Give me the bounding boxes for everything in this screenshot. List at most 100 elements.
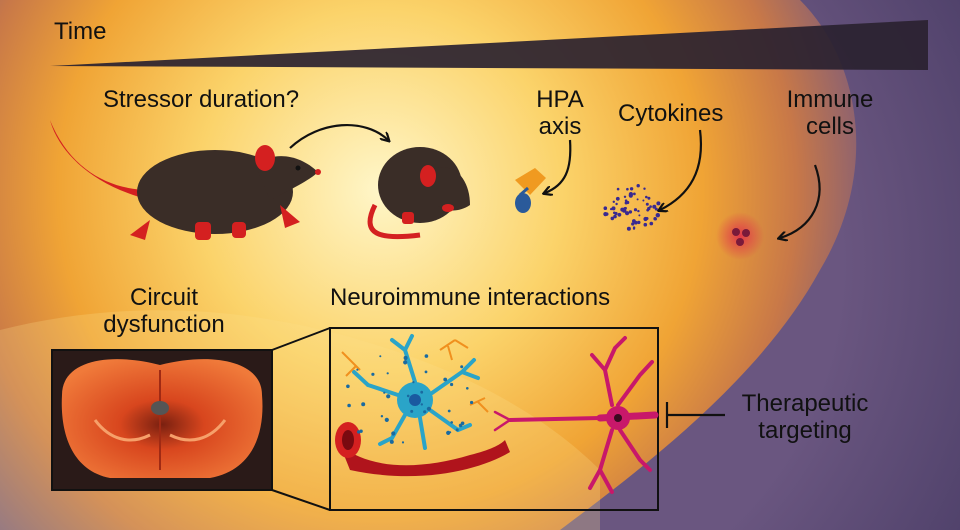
cytokine-dot (379, 355, 382, 358)
cytokine-dot (636, 198, 639, 201)
cytokine-dot (615, 202, 618, 206)
microglia-icon (352, 334, 480, 450)
cytokine-dot (649, 221, 654, 226)
cytokine-dot (643, 222, 648, 227)
therapeutic-label-line2: targeting (758, 417, 852, 444)
cytokine-dot (625, 211, 630, 216)
cytokine-arrow (660, 129, 702, 210)
cytokine-dot (347, 403, 351, 408)
cytokine-dot (403, 360, 408, 365)
cytokine-dot (380, 415, 384, 418)
cytokine-dot (642, 199, 645, 202)
cytokine-dot (620, 207, 625, 212)
cytokine-dot (624, 199, 628, 202)
neuron-icon (493, 336, 659, 494)
hpa-label-line2: axis (538, 113, 582, 140)
cytokine-dot (613, 214, 617, 219)
cytokine-dot (629, 187, 634, 191)
cytokine-dot (652, 204, 657, 209)
brain-section-icon (61, 359, 263, 478)
cytokine-dot (615, 196, 620, 201)
cytokine-dot (632, 227, 636, 230)
cytokine-dot (346, 384, 350, 389)
cytokine-dot (389, 439, 394, 444)
cytokine-dot (617, 212, 622, 217)
cytokine-dot (649, 205, 652, 208)
mouse-curled-icon (367, 147, 470, 240)
immune-label-line1: Immune (786, 86, 874, 113)
cytokine-dot (460, 421, 465, 426)
cytokine-dot (656, 201, 661, 206)
cytokine-dot (616, 187, 620, 191)
cytokine-dot (443, 377, 448, 382)
cytokine-dot (356, 368, 359, 371)
cytokine-dot (361, 402, 366, 407)
cytokine-dot (603, 212, 608, 217)
hpa-label-line1: HPA (536, 86, 584, 113)
cytokine-dot (357, 430, 361, 434)
cytokine-dot (384, 417, 389, 422)
neuroimmune-label: Neuroimmune interactions (330, 284, 611, 311)
time-label: Time (54, 18, 107, 45)
circuit-label: Circuit dysfunction (84, 284, 244, 338)
circuit-label-line1: Circuit (129, 284, 198, 311)
immune-cell-icon (716, 212, 764, 260)
cytokine-dot (632, 219, 636, 223)
therapeutic-label: Therapeutic targeting (728, 390, 882, 444)
cytokine-dot (637, 209, 640, 213)
cytokine-dot (655, 213, 660, 218)
stressor-arrow (289, 123, 388, 149)
cytokine-dot (420, 390, 424, 394)
blood-vessel-icon (335, 422, 510, 477)
cytokine-dot (449, 431, 452, 434)
cytokine-dot (636, 184, 640, 188)
cytokine-dot (645, 195, 648, 199)
cytokine-dot (410, 409, 414, 413)
cytokines-label: Cytokines (618, 100, 724, 127)
cytokine-dot (614, 211, 618, 216)
cytokine-dot (460, 365, 464, 369)
cytokine-dot (624, 201, 628, 205)
cytokine-dot (412, 381, 415, 384)
cytokine-dot (637, 220, 641, 225)
immune-arrow (780, 164, 821, 238)
hpa-axis-icon (515, 168, 546, 213)
cytokine-dot (391, 431, 396, 436)
cytokine-dot (386, 394, 391, 399)
cytokine-dot (466, 387, 469, 390)
circuit-label-line2: dysfunction (103, 311, 225, 338)
cytokine-dot (610, 216, 615, 221)
cytokine-dot (470, 400, 474, 405)
neuroimmune-box (329, 327, 659, 511)
cytokine-dot (623, 207, 627, 210)
cytokine-dot (446, 430, 451, 435)
cytokine-dot (628, 210, 633, 214)
astrocyte-icon (341, 339, 489, 413)
cytokine-dot (450, 382, 454, 387)
cytokine-dot (455, 428, 459, 432)
hpa-arrow (545, 139, 572, 193)
cytokine-dot (645, 202, 649, 206)
cytokine-dot (628, 192, 634, 197)
cytokine-dot (401, 441, 405, 444)
cytokine-dot (645, 217, 649, 220)
cytokine-dot (633, 208, 638, 212)
cytokine-dot (631, 222, 635, 226)
cytokine-dot (424, 370, 428, 374)
cytokine-cloud-icon (603, 184, 661, 231)
cytokine-dot (426, 406, 431, 411)
cytokine-dot (626, 226, 631, 231)
cytokine-dots (346, 354, 474, 444)
therapeutic-label-line1: Therapeutic (741, 390, 869, 417)
stressor-label: Stressor duration? (103, 86, 300, 113)
inhibition-bar-icon (665, 402, 725, 428)
cytokine-dot (403, 355, 408, 360)
cytokine-dot (447, 409, 451, 413)
cytokine-dot (633, 192, 636, 196)
cytokine-dot (423, 410, 427, 414)
hpa-label: HPA axis (520, 86, 600, 140)
cytokine-dot (612, 200, 615, 203)
cytokine-dot (647, 206, 651, 211)
zoom-line-top (271, 327, 331, 351)
zoom-line-bottom (271, 489, 331, 511)
